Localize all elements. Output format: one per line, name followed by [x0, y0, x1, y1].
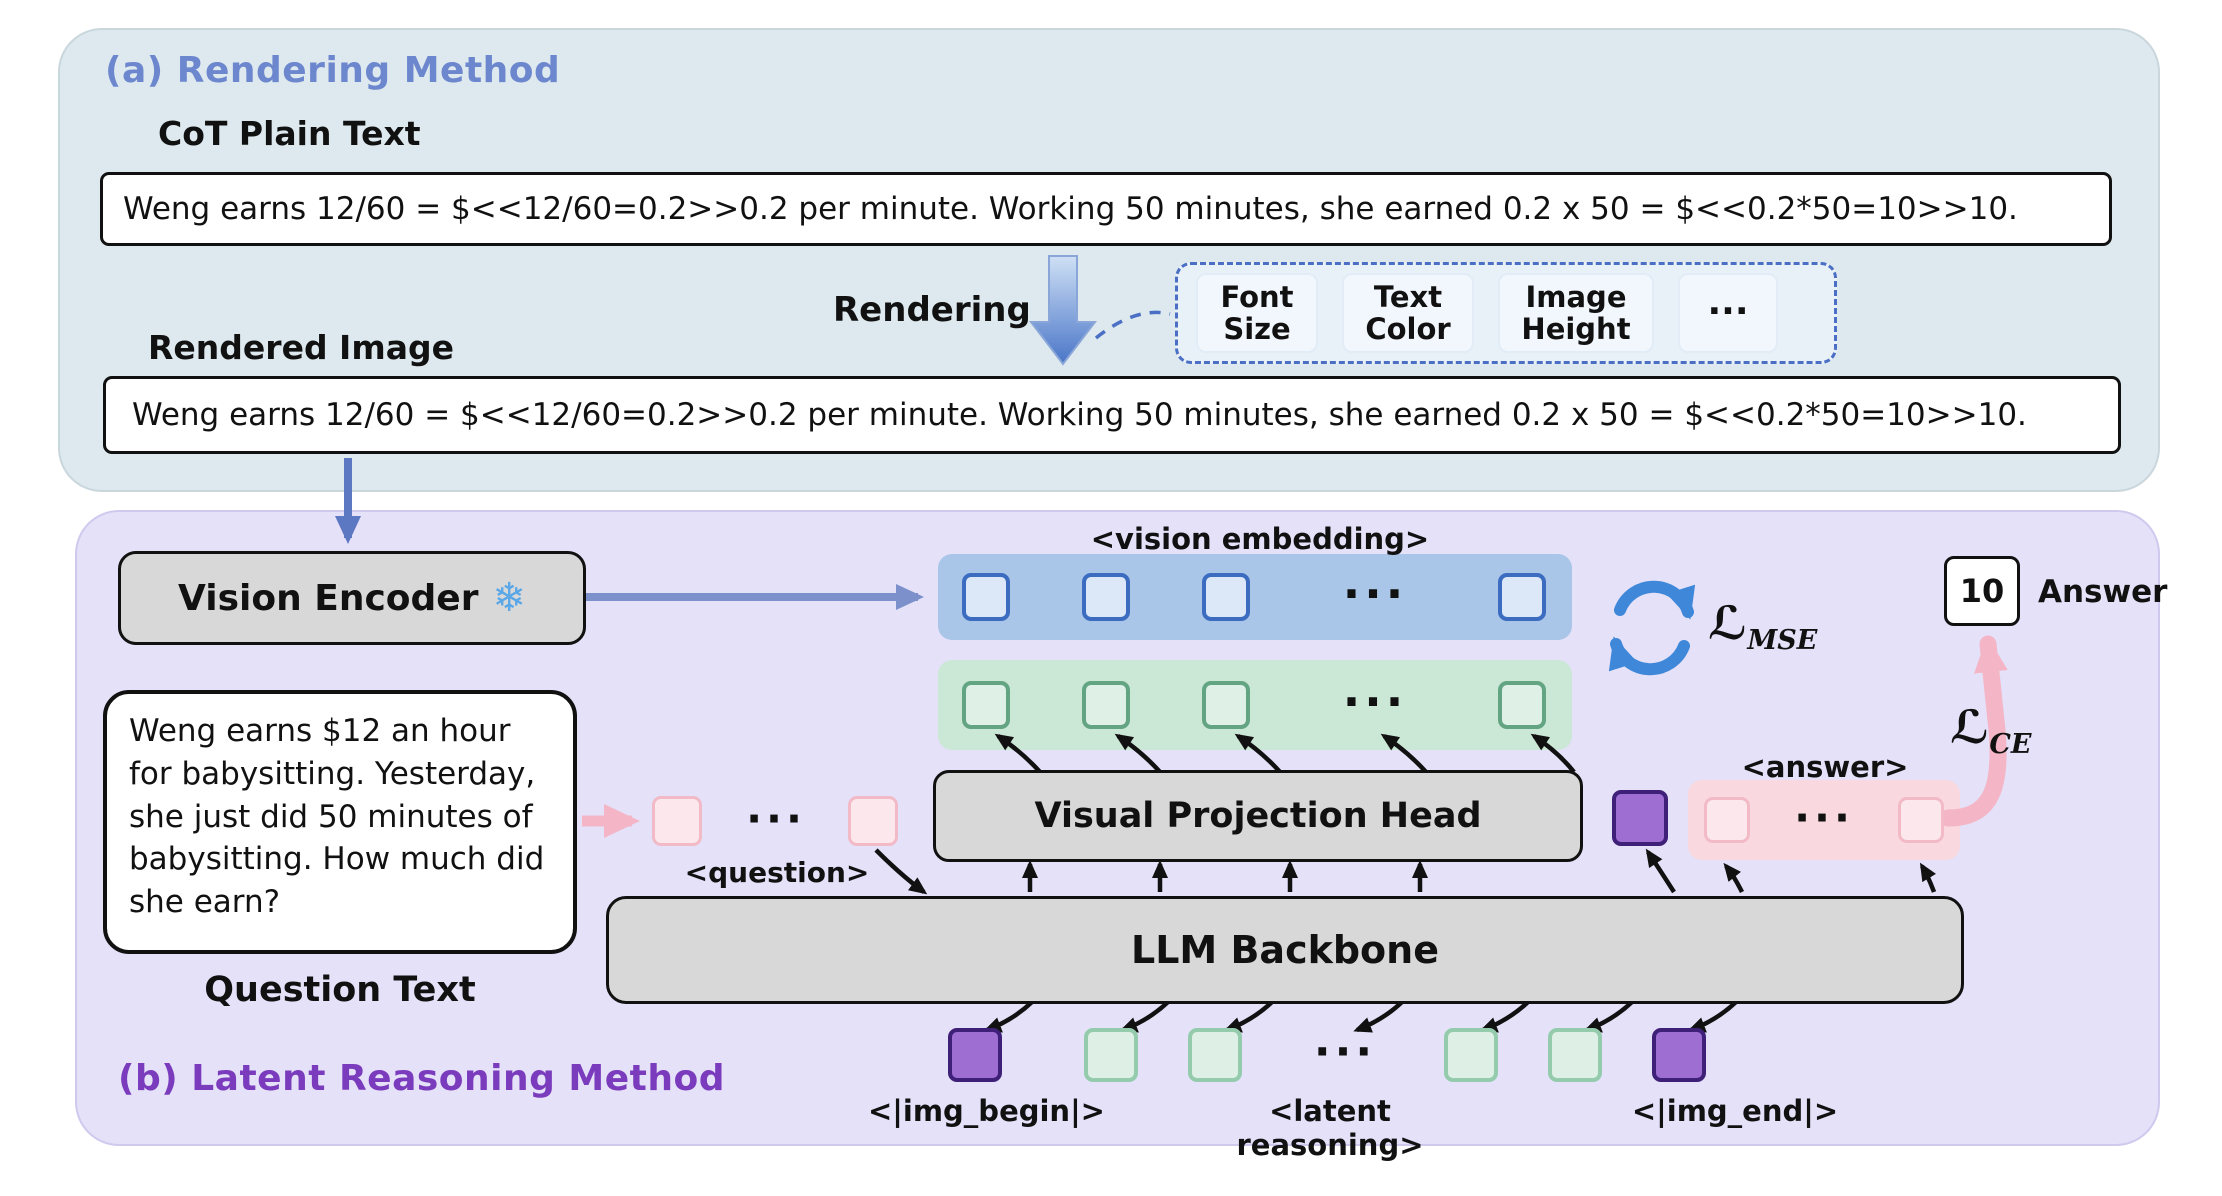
img-end-token	[1652, 1028, 1706, 1082]
question-text-label: Question Text	[204, 970, 476, 1010]
answer-token-label: <answer>	[1741, 750, 1909, 784]
panel-b-title: (b) Latent Reasoning Method	[118, 1058, 726, 1099]
vision-encoder-label: Vision Encoder	[178, 577, 479, 619]
latent-reasoning-token	[1084, 1028, 1138, 1082]
latent-reasoning-token	[1444, 1028, 1498, 1082]
vision-token	[1202, 573, 1250, 621]
rendered-image-label: Rendered Image	[148, 328, 454, 367]
snowflake-icon: ❄	[492, 575, 526, 621]
question-text-box: Weng earns $12 an hour for babysitting. …	[103, 690, 577, 954]
rendered-image-text: Weng earns 12/60 = $<<12/60=0.2>>0.2 per…	[132, 397, 2027, 433]
latent-reasoning-token	[1188, 1028, 1242, 1082]
question-token	[652, 796, 702, 846]
param-chip-ellipsis: ...	[1678, 273, 1778, 353]
visual-projection-head-box: Visual Projection Head	[933, 770, 1583, 862]
loss-mse-label: ℒMSE	[1708, 596, 1818, 657]
projected-token	[1202, 681, 1250, 729]
param-chip-text-color: Text Color	[1342, 273, 1474, 353]
param-chip-image-height: Image Height	[1498, 273, 1654, 353]
vision-token	[962, 573, 1010, 621]
cot-text: Weng earns 12/60 = $<<12/60=0.2>>0.2 per…	[123, 191, 2018, 227]
answer-token	[1898, 797, 1944, 843]
img-begin-token	[948, 1028, 1002, 1082]
question-token-label: <question>	[684, 856, 870, 889]
param-chip-font-size: Font Size	[1196, 273, 1318, 353]
projected-row-ellipsis: ...	[1342, 662, 1408, 717]
vision-row-ellipsis: ...	[1342, 554, 1408, 609]
img-end-label: <|img_end|>	[1631, 1094, 1839, 1128]
rendering-label: Rendering	[833, 290, 1031, 330]
cot-plain-text-label: CoT Plain Text	[158, 114, 421, 153]
answer-label: Answer	[2038, 574, 2168, 610]
latent-ellipsis: ...	[1313, 1015, 1377, 1067]
img-end-hidden-token	[1612, 790, 1668, 846]
img-begin-label: <|img_begin|>	[868, 1094, 1105, 1128]
vision-token	[1082, 573, 1130, 621]
projected-token	[962, 681, 1010, 729]
answer-token	[1704, 797, 1750, 843]
panel-a-title: (a) Rendering Method	[105, 50, 561, 91]
answer-ellipsis: ...	[1794, 781, 1854, 831]
latent-reasoning-label: <latent reasoning>	[1236, 1094, 1424, 1162]
projected-token	[1082, 681, 1130, 729]
question-token	[848, 796, 898, 846]
projected-token	[1498, 681, 1546, 729]
vision-embedding-label: <vision embedding>	[1090, 522, 1430, 556]
question-text: Weng earns $12 an hour for babysitting. …	[129, 713, 545, 921]
render-params-box: Font Size Text Color Image Height ...	[1175, 262, 1837, 364]
answer-value-box: 10	[1944, 556, 2020, 626]
vision-embedding-row	[938, 554, 1572, 640]
rendered-image-box: Weng earns 12/60 = $<<12/60=0.2>>0.2 per…	[103, 376, 2121, 454]
question-ellipsis: ...	[746, 782, 806, 832]
vision-token	[1498, 573, 1546, 621]
projected-embedding-row	[938, 660, 1572, 750]
loss-ce-label: ℒCE	[1950, 700, 2032, 761]
latent-reasoning-token	[1548, 1028, 1602, 1082]
llm-backbone-box: LLM Backbone	[606, 896, 1964, 1004]
cot-text-box: Weng earns 12/60 = $<<12/60=0.2>>0.2 per…	[100, 172, 2112, 246]
vision-encoder-box: Vision Encoder ❄	[118, 551, 586, 645]
